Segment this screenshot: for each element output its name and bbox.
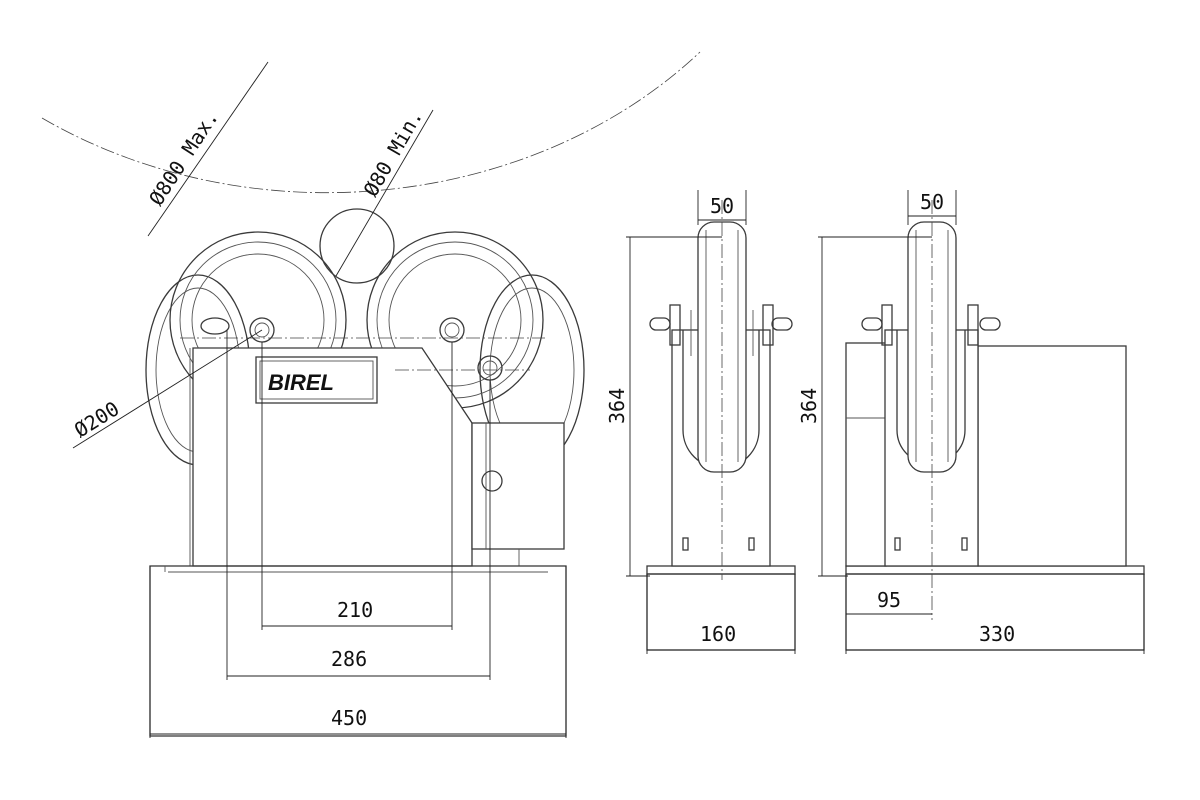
side-b-base-label: 330 [979, 622, 1015, 646]
dia-max-label: Ø800 Max. [144, 106, 223, 210]
dia-max-leader [147, 61, 269, 237]
gearbox [471, 422, 565, 550]
dim-450-label: 450 [331, 706, 367, 730]
dia-min-label: Ø80 Min. [359, 105, 428, 200]
side-b-width-label: 50 [920, 190, 944, 214]
front-view: BIREL 210 286 450 Ø800 Ma [41, 51, 701, 738]
side-view-a: 50 364 160 [605, 190, 796, 654]
min-diameter-circle [319, 208, 395, 284]
side-a-width-label: 50 [710, 194, 734, 218]
side-b-height-label: 364 [797, 388, 821, 424]
dim-210-label: 210 [337, 598, 373, 622]
gearbox-hole [481, 470, 503, 492]
side-a-base-label: 160 [700, 622, 736, 646]
logo-text: BIREL [268, 370, 334, 395]
dim-450 [149, 566, 567, 738]
max-diameter-arc [41, 51, 701, 194]
dim-286-label: 286 [331, 647, 367, 671]
dim-210 [261, 342, 453, 630]
dim-286 [226, 330, 491, 680]
logo-plate [255, 356, 378, 404]
dia-min-leader [335, 109, 434, 277]
side-view-b: 50 364 95 330 [797, 190, 1145, 654]
dia-wheel-leader [72, 329, 263, 449]
dia-wheel-label: Ø200 [70, 396, 124, 442]
side-b-offset-label: 95 [877, 588, 901, 612]
side-a-height-label: 364 [605, 388, 629, 424]
